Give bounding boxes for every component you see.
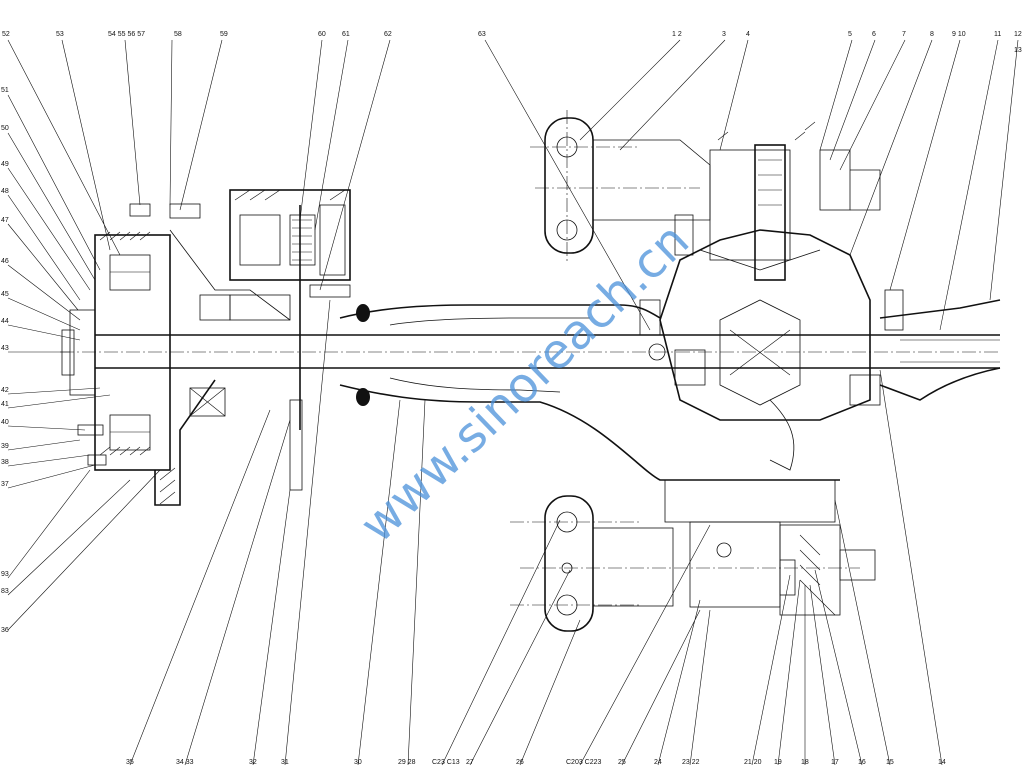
part-label: 32 xyxy=(249,759,257,766)
wheel-hub xyxy=(61,203,291,506)
part-label: 23 22 xyxy=(682,759,700,766)
part-label: 54 55 56 57 xyxy=(108,31,145,38)
part-label: 58 xyxy=(174,31,182,38)
part-label: 43 xyxy=(1,345,9,352)
part-label: 46 xyxy=(1,258,9,265)
part-label: 18 xyxy=(801,759,809,766)
part-label: 59 xyxy=(220,31,228,38)
part-label: 62 xyxy=(384,31,392,38)
part-label: 40 xyxy=(1,419,9,426)
part-label: 42 xyxy=(1,387,9,394)
part-label: 51 xyxy=(1,87,9,94)
part-number-labels-bottom: 35 34 33 32 31 30 29 28 C23 C13 27 26 C2… xyxy=(126,759,946,766)
part-label: 26 xyxy=(516,759,524,766)
part-label: 48 xyxy=(1,188,9,195)
part-label: 15 xyxy=(886,759,894,766)
part-label: 49 xyxy=(1,161,9,168)
part-label: 12 xyxy=(1014,31,1022,38)
part-label: 17 xyxy=(831,759,839,766)
part-label: 44 xyxy=(1,318,9,325)
part-label: 93 xyxy=(1,571,9,578)
part-label: 63 xyxy=(478,31,486,38)
leader-lines xyxy=(7,39,1019,766)
part-label: 61 xyxy=(342,31,350,38)
part-label: 8 xyxy=(930,31,934,38)
part-label: 83 xyxy=(1,588,9,595)
part-label: 14 xyxy=(938,759,946,766)
part-label: 19 xyxy=(774,759,782,766)
brake-assembly xyxy=(229,189,370,491)
axle-housing xyxy=(60,299,1001,481)
part-label: 7 xyxy=(902,31,906,38)
part-label: 24 xyxy=(654,759,662,766)
part-number-labels-left: 51 50 49 48 47 46 45 44 43 42 41 40 39 3… xyxy=(1,87,9,634)
part-label: 41 xyxy=(1,401,9,408)
part-label: 21 20 xyxy=(744,759,762,766)
part-label: 9 10 xyxy=(952,31,966,38)
part-label: 6 xyxy=(872,31,876,38)
part-label: 11 xyxy=(994,31,1001,38)
part-label: 45 xyxy=(1,291,9,298)
upper-mount-bracket xyxy=(530,110,711,262)
part-label: 5 xyxy=(848,31,852,38)
part-label: 31 xyxy=(281,759,289,766)
differential-assembly xyxy=(639,121,904,471)
lower-mount-bracket xyxy=(510,479,876,632)
part-label: 25 xyxy=(618,759,626,766)
watermark-text: www.sinoreach.cn xyxy=(349,212,700,553)
part-label: 50 xyxy=(1,125,9,132)
part-label: 47 xyxy=(1,217,9,224)
part-label: 37 xyxy=(1,481,9,488)
part-label: 39 xyxy=(1,443,9,450)
part-label: 34 33 xyxy=(176,759,194,766)
part-label: 36 xyxy=(1,627,9,634)
part-label: 38 xyxy=(1,459,9,466)
part-label: 60 xyxy=(318,31,326,38)
part-label: 35 xyxy=(126,759,134,766)
part-label: 29 28 xyxy=(398,759,416,766)
part-label: 4 xyxy=(746,31,750,38)
part-label: C23 C13 xyxy=(432,759,460,766)
part-label: 1 2 xyxy=(672,31,682,38)
part-label: 13 xyxy=(1014,47,1022,54)
part-label: C203 C223 xyxy=(566,759,602,766)
part-label: 27 xyxy=(466,759,474,766)
part-label: 16 xyxy=(858,759,866,766)
part-label: 3 xyxy=(722,31,726,38)
part-label: 30 xyxy=(354,759,362,766)
part-number-labels-top: 52 53 54 55 56 57 58 59 60 61 62 63 1 2 … xyxy=(2,31,1022,54)
part-label: 52 xyxy=(2,31,10,38)
part-label: 53 xyxy=(56,31,64,38)
